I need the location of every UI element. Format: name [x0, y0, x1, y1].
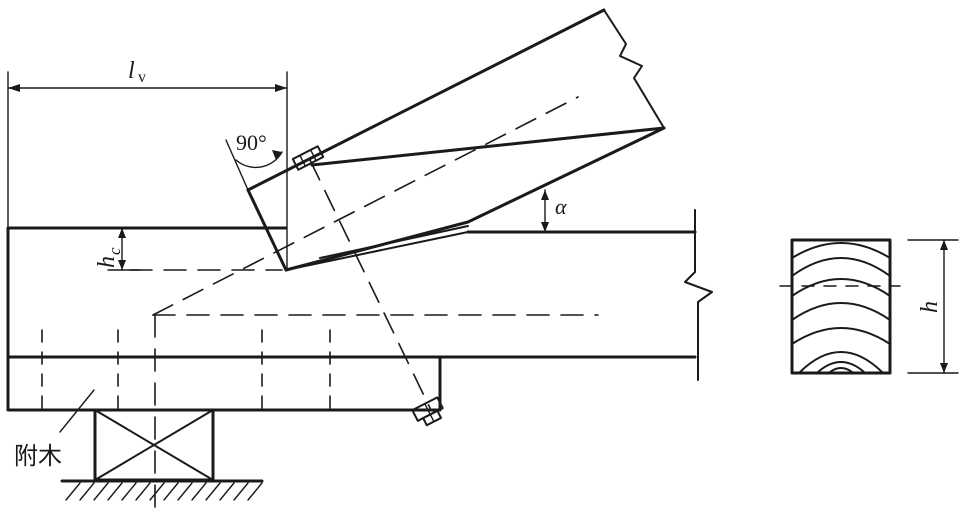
bolt-axis: [309, 159, 431, 409]
cross-section: [779, 238, 901, 375]
tie-beam: [6, 209, 713, 412]
alpha-label: α: [555, 194, 567, 219]
hc-arrow-top: [118, 228, 126, 238]
dimension-h: [907, 239, 959, 374]
alpha-arrow-top: [541, 190, 549, 200]
bolt: [291, 145, 444, 427]
alpha-angle-mark: [541, 189, 549, 233]
rafter-end-cut: [246, 188, 288, 272]
rafter-top-edge: [246, 8, 606, 192]
rafter-break-line: [603, 9, 665, 129]
bolt-bottom-nut: [411, 396, 444, 427]
lv-arrow-left: [8, 84, 20, 92]
dimension-lv: [7, 71, 288, 271]
bolt-top-washer: [291, 145, 325, 171]
growth-rings: [792, 242, 890, 373]
notch-inner-line: [319, 225, 469, 259]
rafter-centre-line: [152, 96, 579, 316]
tie-beam-hidden-lines: [41, 269, 599, 516]
angle-90-arrow: [272, 150, 282, 160]
bolster-leader-line: [59, 389, 95, 433]
dimension-hc: [107, 227, 141, 271]
rafter: [152, 8, 666, 316]
hc-label-main: h: [94, 256, 120, 268]
hc-label-group: h c: [94, 247, 124, 268]
angle-90-extension: [225, 139, 249, 191]
ground-hatching: [65, 482, 263, 501]
tie-beam-break-line: [684, 209, 713, 381]
bolster-label: 附木: [14, 442, 62, 470]
angle-90-label: 90°: [236, 130, 267, 155]
rafter-bottom-edge: [284, 126, 666, 272]
support-cross-2: [94, 409, 214, 481]
h-label-group: h: [917, 301, 943, 313]
notch-seat-line: [285, 231, 469, 271]
h-arrow-top: [940, 240, 948, 250]
section-outline: [790, 238, 892, 375]
angle-90-arc: [235, 151, 283, 169]
angle-90-mark: [225, 139, 283, 191]
h-arrow-bottom: [940, 363, 948, 373]
lv-arrow-right: [275, 84, 287, 92]
lv-label-main: l: [128, 58, 135, 84]
alpha-arrow-bottom: [541, 222, 549, 232]
hc-arrow-bottom: [118, 260, 126, 270]
support-block: [59, 389, 264, 501]
h-label: h: [917, 301, 943, 313]
lv-label-sub: v: [138, 69, 146, 86]
rafter-bottom-edge-upper: [310, 126, 666, 167]
tie-beam-outline: [6, 226, 442, 412]
hc-label-sub: c: [105, 247, 124, 255]
